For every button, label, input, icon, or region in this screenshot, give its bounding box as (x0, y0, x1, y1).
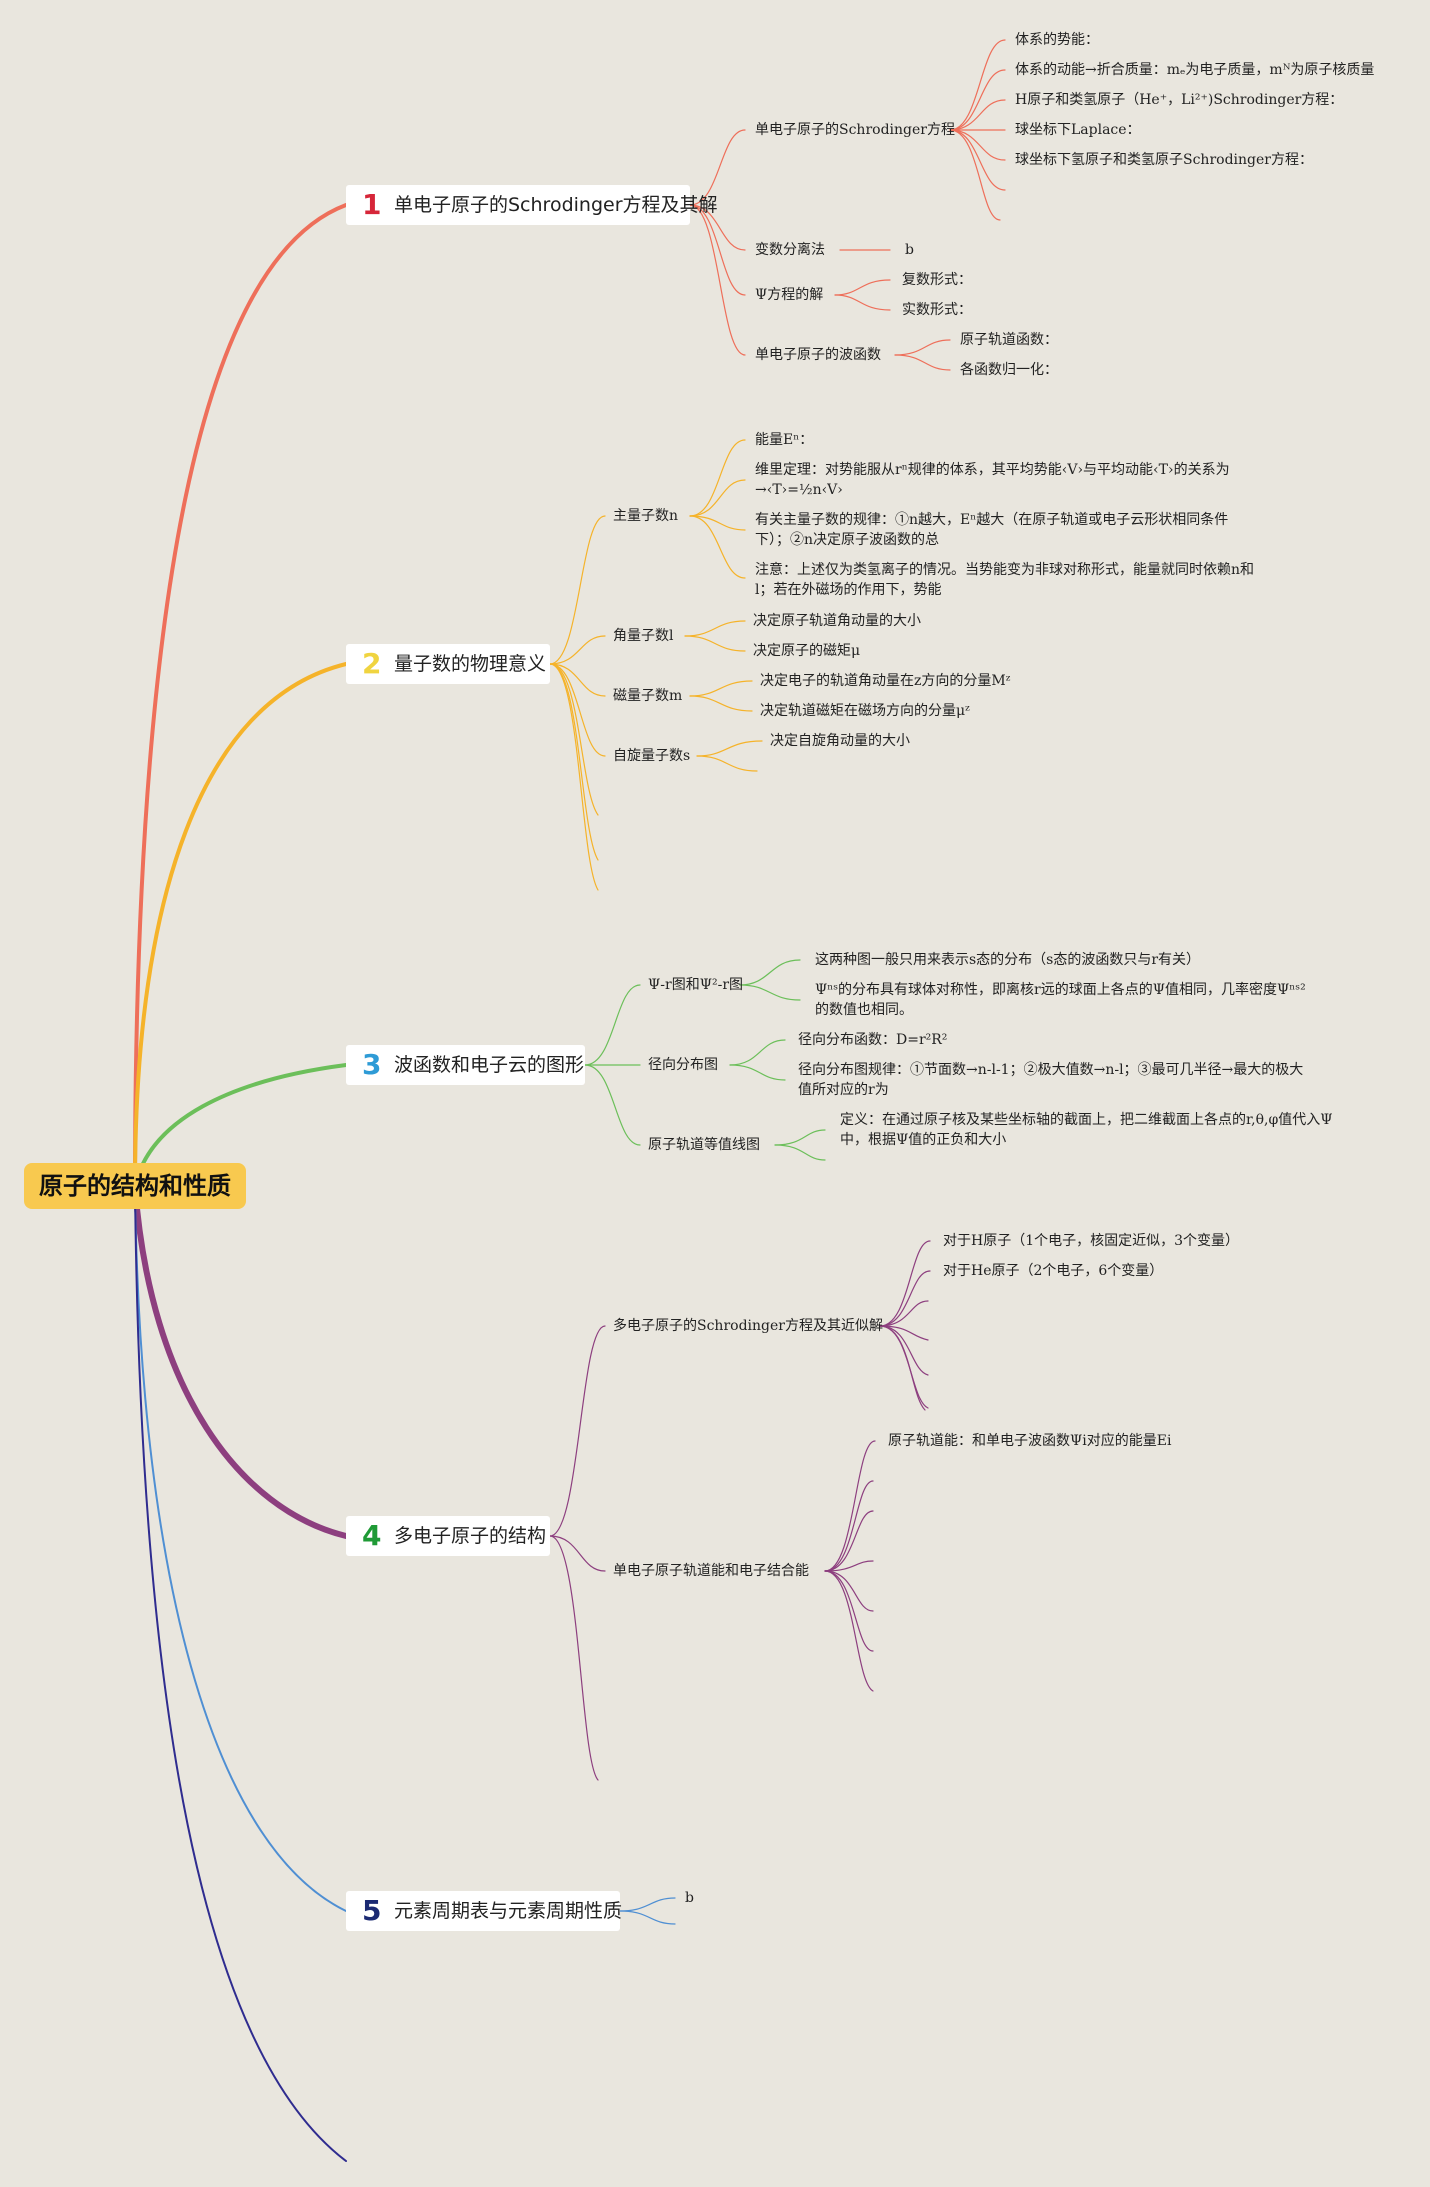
leaf-item[interactable]: 维里定理：对势能服从rⁿ规律的体系，其平均势能‹V›与平均动能‹T›的关系为→‹… (755, 462, 1230, 498)
branch-topic1 (133, 203, 348, 1188)
topic-5[interactable]: 5 元素周期表与元素周期性质 (346, 1891, 623, 1931)
branch-topic6 (134, 1185, 347, 2162)
topic-5-number: 5 (362, 1894, 382, 1927)
subtopic-orbital-contour[interactable]: 原子轨道等值线图 (648, 1137, 760, 1153)
topic-1-label: 单电子原子的Schrodinger方程及其解 (394, 194, 718, 216)
subtopic-spin-s[interactable]: 自旋量子数s (613, 748, 691, 764)
leaf-item[interactable]: Ψⁿˢ的分布具有球体对称性，即离核r远的球面上各点的Ψ值相同，几率密度Ψⁿˢ²的… (815, 982, 1306, 1018)
leaf-item[interactable]: 决定电子的轨道角动量在z方向的分量Mᶻ (760, 673, 1011, 689)
subtopic-wavefunction[interactable]: 单电子原子的波函数 (755, 347, 881, 363)
leaf-item[interactable]: 决定原子的磁矩μ (753, 643, 861, 659)
subtopic-angular-l[interactable]: 角量子数l (613, 628, 674, 644)
subtopic-magnetic-m[interactable]: 磁量子数m (613, 688, 683, 704)
topic-5-label: 元素周期表与元素周期性质 (394, 1900, 623, 1922)
leaf-item[interactable]: 原子轨道能：和单电子波函数Ψi对应的能量Ei (888, 1433, 1172, 1449)
topic-4-number: 4 (362, 1519, 382, 1552)
topic-1[interactable]: 1 单电子原子的Schrodinger方程及其解 (346, 185, 718, 225)
leaf-item[interactable]: 对于H原子（1个电子，核固定近似，3个变量） (943, 1233, 1240, 1249)
subtopic-multi-electron[interactable]: 多电子原子的Schrodinger方程及其近似解 (613, 1318, 883, 1334)
leaf-item[interactable]: 实数形式： (902, 302, 972, 318)
subtopic-psi-r-plot[interactable]: Ψ-r图和Ψ²-r图 (648, 977, 744, 993)
leaf-item[interactable]: b (905, 242, 914, 258)
subtopic-separation[interactable]: 变数分离法 (755, 242, 825, 258)
leaf-item[interactable]: 能量Eⁿ： (755, 432, 814, 448)
leaf-item[interactable]: 球坐标下Laplace： (1015, 122, 1141, 138)
leaf-item[interactable]: 这两种图一般只用来表示s态的分布（s态的波函数只与r有关） (815, 952, 1201, 968)
branch-topic5 (134, 1185, 347, 1912)
leaf-item[interactable]: 球坐标下氢原子和类氢原子Schrodinger方程： (1015, 152, 1313, 168)
leaf-item[interactable]: 各函数归一化： (960, 362, 1058, 378)
leaf-item[interactable]: b (685, 1890, 694, 1906)
leaf-item[interactable]: 决定原子轨道角动量的大小 (753, 613, 921, 629)
topic-3-label: 波函数和电子云的图形 (394, 1054, 585, 1076)
topic-2-label: 量子数的物理意义 (394, 653, 547, 675)
branch-topic3 (133, 1063, 348, 1188)
leaf-item[interactable]: 决定自旋角动量的大小 (770, 733, 910, 749)
leaf-item[interactable]: 有关主量子数的规律：①n越大，Eⁿ越大（在原子轨道或电子云形状相同条件下）；②n… (755, 512, 1229, 548)
leaf-item[interactable]: 定义：在通过原子核及某些坐标轴的截面上，把二维截面上各点的r,θ,φ值代入Ψ中，… (840, 1112, 1333, 1148)
subtopic-principal-n[interactable]: 主量子数n (613, 508, 679, 524)
root-topic[interactable]: 原子的结构和性质 (24, 1163, 246, 1209)
subtopic-orbital-energy[interactable]: 单电子原子轨道能和电子结合能 (613, 1563, 809, 1579)
topic-1-number: 1 (362, 188, 382, 221)
leaf-item[interactable]: 原子轨道函数： (960, 332, 1058, 348)
topic-4-label: 多电子原子的结构 (394, 1525, 547, 1547)
branch-topic2 (133, 662, 348, 1188)
subtopic-schrodinger[interactable]: 单电子原子的Schrodinger方程 (755, 122, 955, 138)
topic-2-number: 2 (362, 647, 382, 680)
leaf-item[interactable]: 决定轨道磁矩在磁场方向的分量μᶻ (760, 703, 970, 719)
topic-4[interactable]: 4 多电子原子的结构 (346, 1516, 550, 1556)
leaf-item[interactable]: 体系的动能→折合质量：mₑ为电子质量，mᴺ为原子核质量 (1015, 62, 1375, 78)
leaf-item[interactable]: 注意：上述仅为类氢离子的情况。当势能变为非球对称形式，能量就同时依赖n和l；若在… (755, 562, 1255, 598)
branch-topic4 (132, 1183, 349, 1539)
topic-3[interactable]: 3 波函数和电子云的图形 (346, 1045, 585, 1085)
leaf-item[interactable]: 径向分布图规律：①节面数→n-l-1；②极大值数→n-l；③最可几半径→最大的极… (798, 1062, 1304, 1098)
topic-3-number: 3 (362, 1048, 382, 1081)
topic-2[interactable]: 2 量子数的物理意义 (346, 644, 550, 684)
leaf-item[interactable]: 复数形式： (902, 272, 972, 288)
leaf-item[interactable]: 径向分布函数：D=r²R² (798, 1032, 948, 1048)
subtopic-radial-distribution[interactable]: 径向分布图 (648, 1057, 718, 1073)
leaf-item[interactable]: H原子和类氢原子（He⁺，Li²⁺)Schrodinger方程： (1015, 92, 1344, 108)
leaf-item[interactable]: 体系的势能： (1015, 32, 1099, 48)
subtopic-psi-solution[interactable]: Ψ方程的解 (755, 287, 824, 303)
leaf-item[interactable]: 对于He原子（2个电子，6个变量） (943, 1263, 1164, 1279)
